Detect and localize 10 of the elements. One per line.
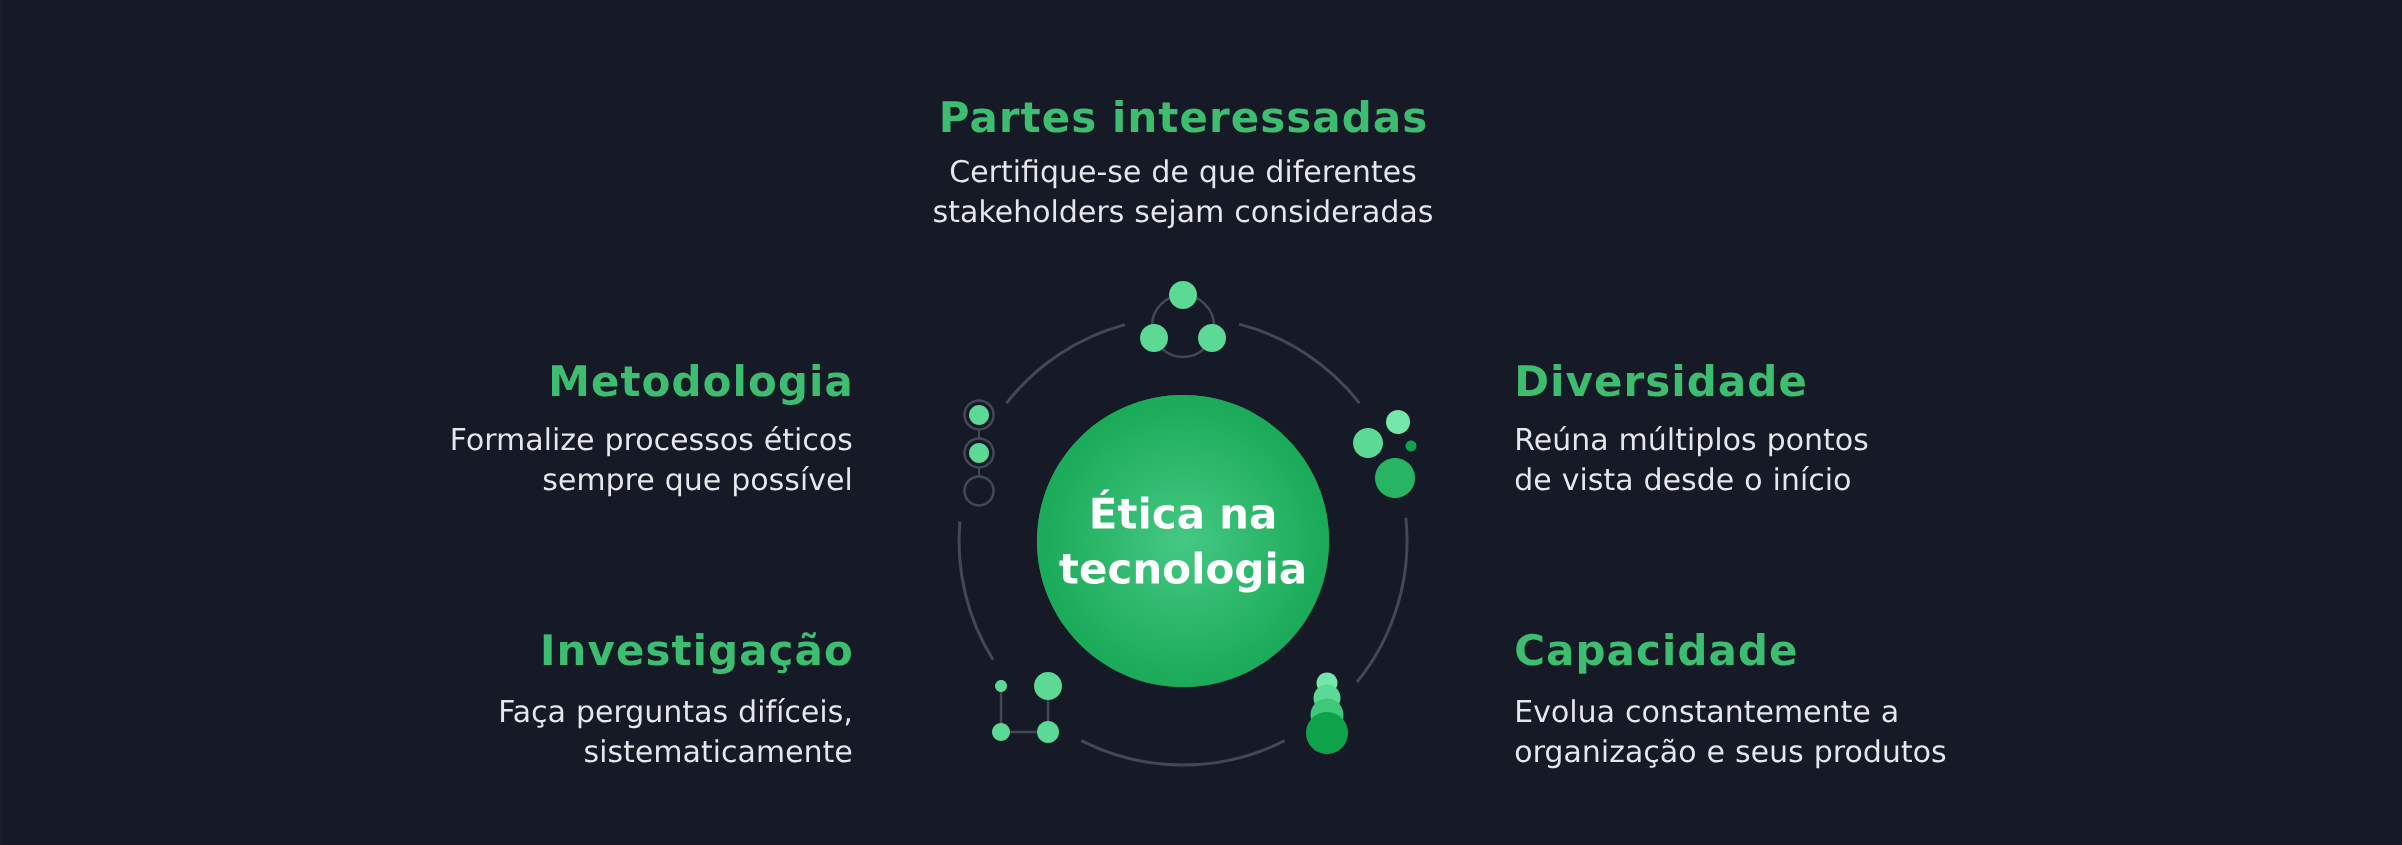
heading: Investigação (543, 632, 851, 675)
heading: Metodologia (552, 364, 850, 406)
description: Reúna múltiplos pontos de vista desde o início (1515, 426, 1868, 491)
description: Formalize processos éticos sempre que possível (452, 426, 852, 497)
description: Evolua constantemente a organização e seus produtos (1515, 699, 1946, 769)
heading: Partes interessadas (942, 100, 1426, 133)
heading: Capacidade (1516, 633, 1796, 674)
heading: Diversidade (1518, 364, 1805, 397)
description: Faça perguntas difíceis, sistematicamente (501, 698, 852, 763)
center-title: Ética na tecnologia (1059, 489, 1304, 593)
